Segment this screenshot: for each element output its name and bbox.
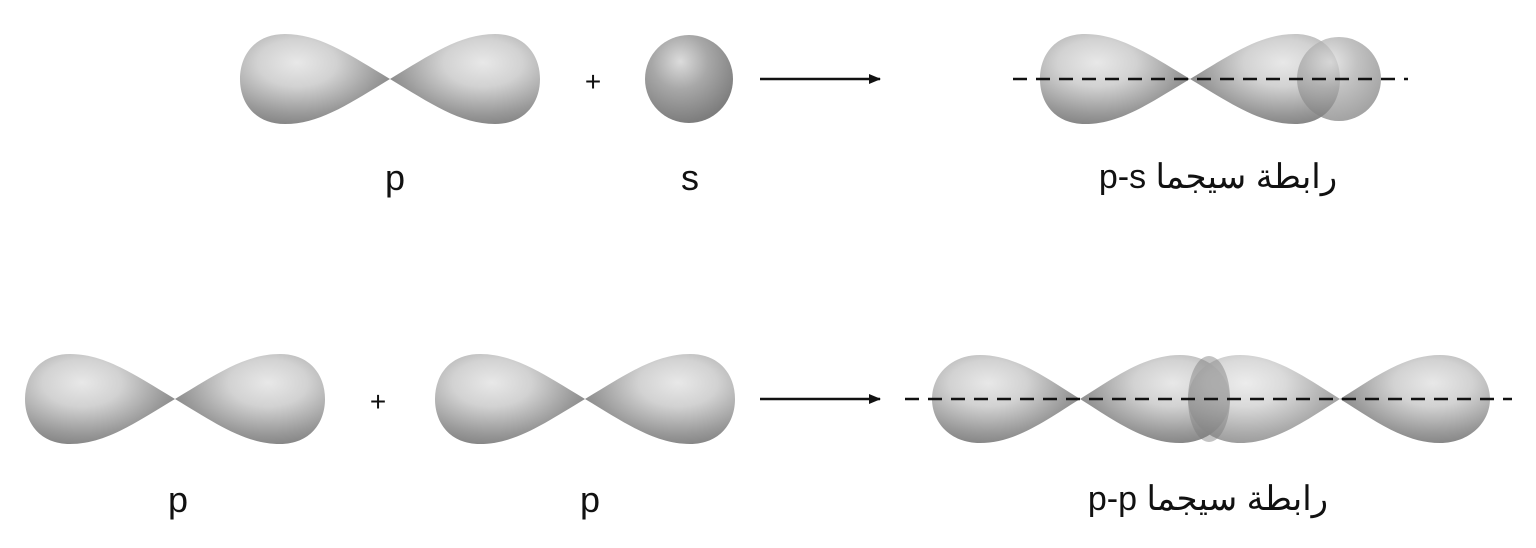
label-arabic-sigma-bond: رابطة سيجما: [1155, 158, 1338, 196]
p-orbital-right-lobe: [585, 354, 735, 444]
s-orbital-sphere: [645, 35, 733, 123]
p-orbital-left-lobe: [435, 354, 585, 444]
p-p-sigma-bond: [905, 355, 1512, 443]
plus-operator-row2: +: [369, 386, 387, 417]
p-orbital-b-row2: [435, 354, 735, 444]
label-p-b-row2: p: [579, 479, 601, 520]
product-p1-right-lobe: [1080, 355, 1230, 443]
label-p-s-sigma-bond: رابطة سيجما p-s: [1099, 160, 1337, 194]
p-orbital-right-lobe: [175, 354, 325, 444]
p-orbital-right-lobe: [390, 34, 540, 124]
p-orbital-left-lobe: [240, 34, 390, 124]
p-orbital-a-row2: [25, 354, 325, 444]
product-p-right-lobe: [1190, 34, 1340, 124]
label-p-p-sigma-bond: رابطة سيجما p-p: [1088, 482, 1328, 516]
label-bond-type: p-p: [1087, 480, 1138, 518]
label-s-row1: s: [681, 157, 699, 198]
label-arabic-sigma-bond: رابطة سيجما: [1146, 480, 1329, 518]
label-p-a-row2: p: [167, 479, 189, 520]
p-orbital-row1: [240, 34, 540, 124]
plus-operator-row1: +: [584, 66, 602, 97]
label-bond-type: p-s: [1098, 158, 1147, 196]
label-p-row1: p: [384, 157, 406, 198]
p-s-sigma-bond: [1013, 34, 1408, 124]
p-orbital-left-lobe: [25, 354, 175, 444]
